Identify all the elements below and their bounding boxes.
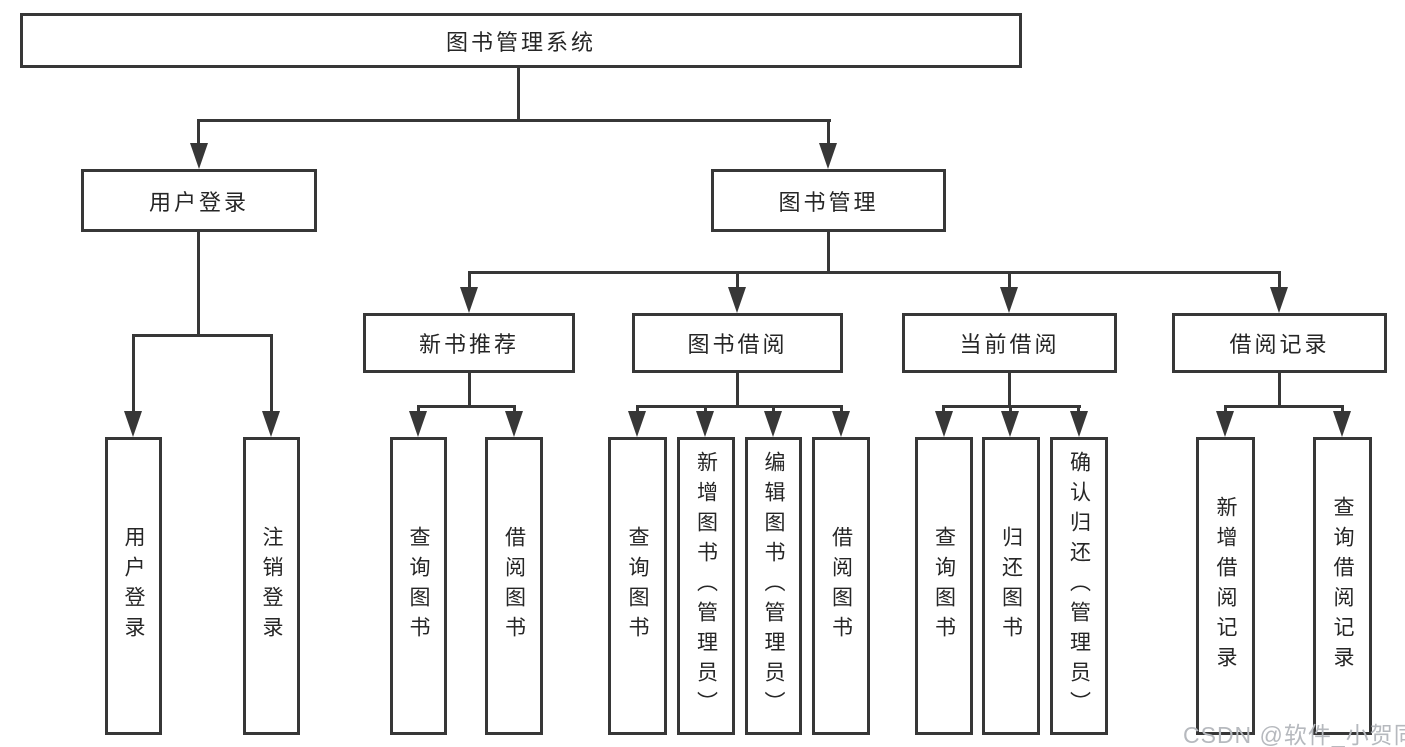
connector-line (736, 271, 739, 290)
connector-line (197, 232, 200, 337)
watermark: CSDN @软件_小贺同学 (1183, 722, 1405, 747)
connector-line (513, 405, 516, 414)
leaf-add-book-admin: 新增图书（管理员） (677, 437, 735, 735)
leaf-add-borrow-record: 新增借阅记录 (1196, 437, 1255, 735)
node-root: 图书管理系统 (20, 13, 1022, 68)
node-label: 归还图书 (999, 526, 1023, 646)
connector-line (1008, 271, 1011, 290)
leaf-query-books-2: 查询图书 (608, 437, 667, 735)
connector-line (1278, 271, 1281, 290)
node-label: 编辑图书（管理员） (762, 451, 785, 721)
node-label: 新增借阅记录 (1214, 496, 1237, 676)
connector-line (942, 405, 945, 414)
arrowhead-icon (262, 411, 280, 437)
leaf-user-login: 用户登录 (105, 437, 162, 735)
arrowhead-icon (124, 411, 142, 437)
connector-line (1224, 405, 1227, 414)
leaf-query-books-3: 查询图书 (915, 437, 973, 735)
connector-line (1278, 373, 1281, 408)
node-user-login: 用户登录 (81, 169, 317, 232)
connector-line (827, 232, 830, 274)
leaf-edit-book-admin: 编辑图书（管理员） (745, 437, 802, 735)
arrowhead-icon (190, 143, 208, 169)
connector-line (1341, 405, 1344, 414)
leaf-logout: 注销登录 (243, 437, 300, 735)
node-label: 借阅记录 (1229, 332, 1330, 357)
arrowhead-icon (409, 411, 427, 437)
connector-line (704, 405, 707, 414)
node-label: 新书推荐 (418, 332, 519, 357)
node-label: 查询图书 (407, 526, 430, 646)
connector-line (840, 405, 843, 414)
connector-line (132, 334, 135, 414)
leaf-return-books: 归还图书 (982, 437, 1040, 735)
connector-line (468, 271, 1280, 274)
node-book-borrowing: 图书借阅 (632, 313, 843, 373)
arrowhead-icon (1216, 411, 1234, 437)
node-borrowing-records: 借阅记录 (1172, 313, 1387, 373)
connector-line (468, 271, 471, 290)
arrowhead-icon (1333, 411, 1351, 437)
connector-line (132, 334, 273, 337)
arrowhead-icon (819, 143, 837, 169)
arrowhead-icon (1001, 411, 1019, 437)
node-label: 查询借阅记录 (1331, 496, 1354, 676)
connector-line (198, 119, 831, 122)
node-label: 查询图书 (626, 526, 649, 646)
node-current-borrowing: 当前借阅 (902, 313, 1117, 373)
connector-line (517, 68, 520, 122)
node-label: 确认归还（管理员） (1067, 451, 1091, 721)
arrowhead-icon (1000, 287, 1018, 313)
connector-line (736, 373, 739, 408)
leaf-confirm-return-admin: 确认归还（管理员） (1050, 437, 1108, 735)
arrowhead-icon (460, 287, 478, 313)
node-label: 借阅图书 (829, 526, 853, 646)
connector-line (1077, 405, 1080, 414)
node-label: 注销登录 (260, 526, 283, 646)
node-label: 图书管理 (778, 189, 879, 215)
connector-line (468, 373, 471, 408)
arrowhead-icon (728, 287, 746, 313)
connector-line (197, 119, 200, 146)
arrowhead-icon (696, 411, 714, 437)
connector-line (636, 405, 639, 414)
node-label: 当前借阅 (959, 332, 1060, 357)
connector-line (417, 405, 516, 408)
leaf-borrow-books-2: 借阅图书 (812, 437, 870, 735)
arrowhead-icon (1270, 287, 1288, 313)
connector-line (772, 405, 775, 414)
leaf-query-books-1: 查询图书 (390, 437, 447, 735)
connector-line (417, 405, 420, 414)
node-label: 用户登录 (148, 189, 249, 215)
node-label: 图书管理系统 (445, 29, 596, 55)
node-label: 查询图书 (932, 526, 956, 646)
connector-line (1224, 405, 1344, 408)
node-label: 用户登录 (122, 526, 145, 646)
connector-line (636, 405, 843, 408)
arrowhead-icon (832, 411, 850, 437)
leaf-query-borrow-record: 查询借阅记录 (1313, 437, 1372, 735)
connector-line (1009, 405, 1012, 414)
connector-line (827, 119, 830, 146)
arrowhead-icon (1070, 411, 1088, 437)
node-label: 图书借阅 (687, 332, 788, 357)
arrowhead-icon (505, 411, 523, 437)
leaf-borrow-books-1: 借阅图书 (485, 437, 543, 735)
arrowhead-icon (935, 411, 953, 437)
node-book-management: 图书管理 (711, 169, 946, 232)
arrowhead-icon (764, 411, 782, 437)
node-new-book-recommend: 新书推荐 (363, 313, 575, 373)
arrowhead-icon (628, 411, 646, 437)
node-label: 新增图书（管理员） (694, 451, 718, 721)
connector-line (1008, 373, 1011, 408)
connector-line (270, 334, 273, 414)
node-label: 借阅图书 (502, 526, 526, 646)
